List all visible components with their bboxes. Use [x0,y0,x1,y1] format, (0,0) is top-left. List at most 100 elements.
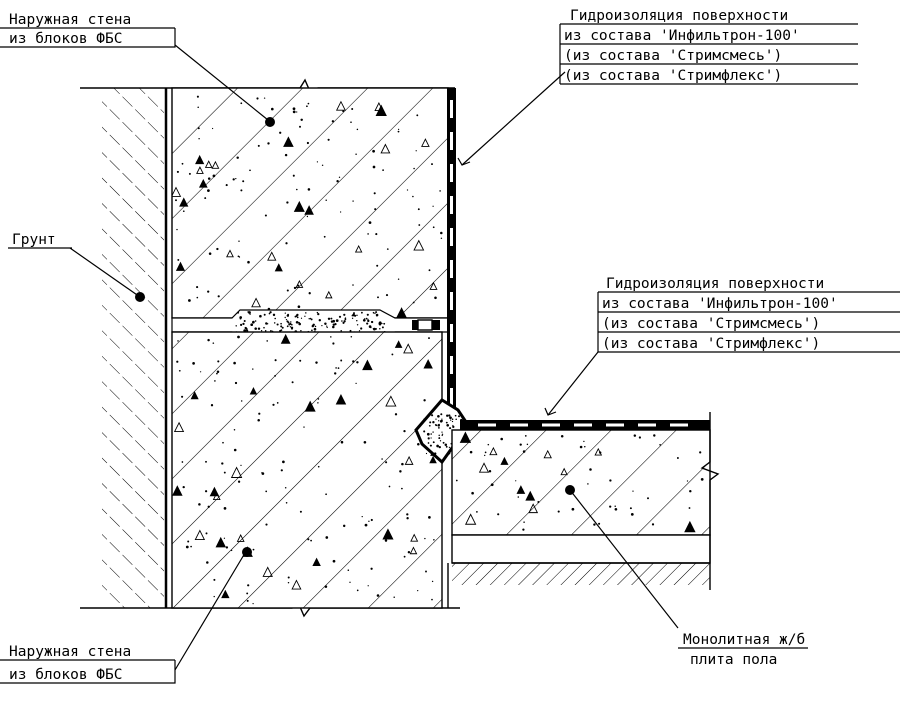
waterproofing-dash [450,196,453,214]
concrete-speckle [417,442,420,446]
concrete-speckle [263,97,266,99]
concrete-speckle [290,321,292,323]
concrete-speckle [350,336,353,338]
concrete-speckle [373,192,376,195]
concrete-speckle [441,434,443,437]
aggregate-mark [204,160,213,168]
aggregate-mark [215,536,227,548]
concrete-speckle [412,301,415,304]
concrete-speckle [284,487,287,489]
aggregate-mark [335,100,346,111]
waterproofing-dash [450,228,453,246]
concrete-speckle [196,95,199,98]
concrete-speckle [258,412,261,415]
concrete-speckle [207,290,210,293]
concrete-speckle [175,199,177,202]
aggregate-mark [312,557,321,567]
concrete-speckle [430,433,432,435]
concrete-speckle [633,434,637,437]
concrete-speckle [178,369,181,372]
concrete-speckle [446,414,449,417]
concrete-speckle [280,322,282,325]
concrete-speckle [340,359,343,362]
aggregate-mark [409,546,418,555]
concrete-speckle [438,445,441,449]
concrete-speckle [321,324,323,327]
concrete-speckle [285,242,288,245]
concrete-speckle [197,127,200,130]
concrete-speckle [300,329,302,332]
concrete-speckle [210,404,214,407]
concrete-speckle [196,296,199,299]
concrete-speckle [350,121,352,123]
lower-fbs-block [171,331,443,609]
concrete-speckle [284,316,286,319]
waterproofing-dash [450,260,453,278]
concrete-speckle [438,420,440,422]
concrete-speckle [341,320,343,322]
concrete-speckle [299,359,302,362]
aggregate-mark [543,449,552,459]
aggregate-mark [211,160,220,169]
concrete-speckle [212,342,215,344]
concrete-speckle [385,461,388,464]
concrete-speckle [223,471,226,474]
aggregate-mark [196,166,204,174]
concrete-speckle [524,435,527,437]
concrete-speckle [212,127,214,130]
concrete-speckle [276,402,279,404]
concrete-speckle [196,286,199,289]
concrete-speckle [217,295,220,298]
concrete-speckle [455,418,457,421]
concrete-speckle [247,260,250,264]
concrete-speckle [342,524,346,528]
waterproofing-dash [478,423,496,427]
concrete-speckle [308,292,311,295]
concrete-speckle [276,323,279,326]
label-waterproof-wall-line2: (из состава 'Стримсмесь') [564,48,782,64]
concrete-speckle [425,570,427,573]
aggregate-mark [362,359,373,371]
concrete-speckle [700,478,704,481]
concrete-speckle [418,224,421,226]
aggregate-mark [274,263,283,272]
concrete-speckle [286,201,289,204]
concrete-speckle [207,505,210,508]
concrete-speckle [432,205,434,207]
concrete-speckle [523,521,525,523]
waterproofing-dash [450,356,453,374]
concrete-speckle [587,483,589,485]
concrete-speckle [245,327,248,330]
concrete-speckle [316,161,319,163]
aggregate-mark [429,281,438,290]
concrete-speckle [367,233,369,235]
concrete-speckle [252,548,255,551]
concrete-speckle [339,211,342,213]
concrete-speckle [427,437,430,440]
concrete-speckle [381,458,383,460]
concrete-speckle [263,313,266,316]
concrete-speckle [614,505,616,507]
concrete-speckle [361,515,363,518]
concrete-speckle [441,433,444,436]
concrete-speckle [332,323,336,326]
concrete-speckle [379,328,381,330]
concrete-speckle [284,153,288,157]
aggregate-mark [500,456,509,465]
concrete-speckle [284,312,286,314]
concrete-speckle [593,523,596,526]
aggregate-mark [283,136,294,147]
concrete-speckle [337,367,340,369]
concrete-speckle [397,130,400,133]
concrete-speckle [265,490,268,493]
concrete-speckle [237,335,240,339]
concrete-speckle [206,561,209,564]
waterproofing-dash [450,100,453,118]
aggregate-mark [249,387,258,395]
concrete-speckle [488,469,492,473]
concrete-speckle [225,184,228,187]
concrete-speckle [230,549,233,552]
concrete-speckle [444,443,448,446]
concrete-speckle [384,539,388,542]
